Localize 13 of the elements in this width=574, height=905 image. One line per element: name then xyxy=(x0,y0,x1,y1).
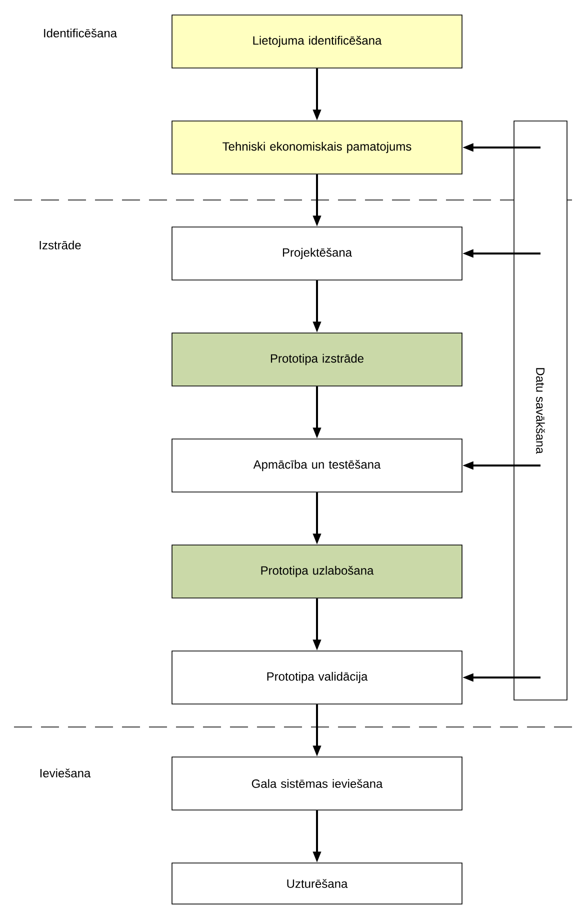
process-box: Prototipa validācija xyxy=(172,650,462,704)
phase-label: Izstrāde xyxy=(40,240,81,250)
process-box: Prototipa izstrāde xyxy=(172,332,462,386)
phase-label: Ieviešana xyxy=(40,768,91,778)
process-box: Apmācība un testēšana xyxy=(172,438,462,492)
phase-label: Identificēšana xyxy=(44,28,117,38)
process-box: Prototipa uzlabošana xyxy=(172,544,462,598)
process-box: Tehniski ekonomiskais pamatojums xyxy=(172,120,462,174)
process-box: Lietojuma identificēšana xyxy=(172,14,462,68)
process-box: Projektēšana xyxy=(172,226,462,280)
process-box: Gala sistēmas ieviešana xyxy=(172,756,462,810)
side-bar: Datu savākšana xyxy=(514,120,568,700)
process-box: Uzturēšana xyxy=(172,862,462,904)
